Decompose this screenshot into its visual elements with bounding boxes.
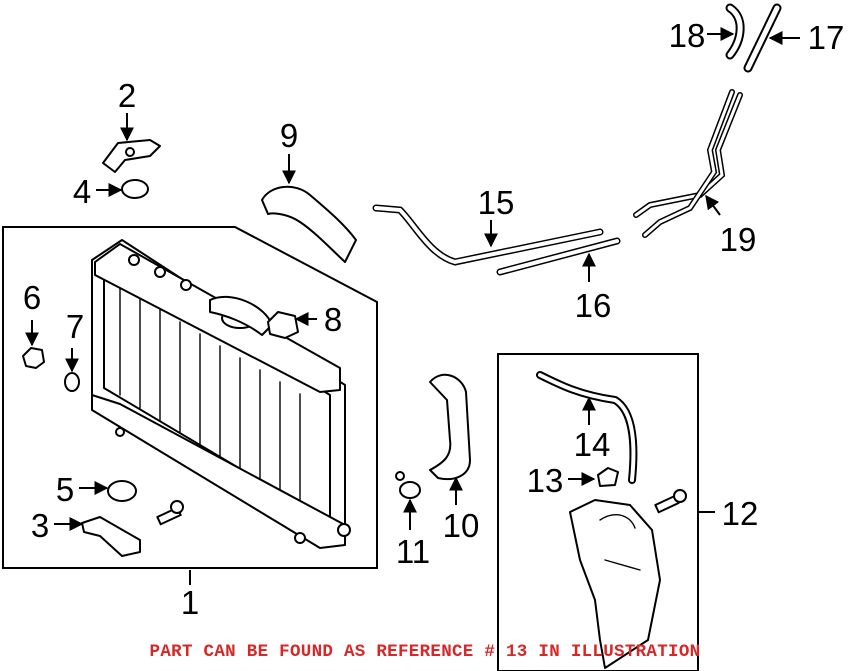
callout-12: 12 <box>722 495 759 532</box>
callout-5: 5 <box>56 471 74 508</box>
leader-19 <box>705 194 721 216</box>
reservoir-tank-drawing <box>569 499 661 669</box>
clip-drawing <box>22 347 45 369</box>
callout-6: 6 <box>23 279 41 316</box>
lower-cushion-drawing <box>107 480 137 502</box>
lower-hose-drawing <box>429 373 471 480</box>
callout-2: 2 <box>118 77 136 114</box>
callout-3: 3 <box>31 507 49 544</box>
reservoir-cap-drawing <box>597 467 619 487</box>
callout-17: 17 <box>808 19 845 56</box>
callout-15: 15 <box>478 184 515 221</box>
callout-19: 19 <box>720 221 757 258</box>
bracket-lower-drawing <box>81 516 141 557</box>
pipe-assembly-drawing <box>633 89 743 238</box>
callout-16: 16 <box>575 287 612 324</box>
reservoir-bolt-drawing <box>654 489 687 514</box>
callout-18: 18 <box>669 17 706 54</box>
callout-7: 7 <box>66 308 84 345</box>
reference-note: PART CAN BE FOUND AS REFERENCE # 13 IN I… <box>149 642 701 662</box>
radiator-bolt-drawing <box>156 500 184 526</box>
bracket-upper-drawing <box>102 139 161 173</box>
callout-4: 4 <box>73 173 91 210</box>
callout-14: 14 <box>574 426 611 463</box>
callout-10: 10 <box>443 507 480 544</box>
callout-8: 8 <box>324 301 342 338</box>
hose-clamp-drawing <box>395 471 421 499</box>
callout-1: 1 <box>181 584 199 621</box>
upper-cushion-drawing <box>121 179 149 199</box>
washer-drawing <box>64 372 80 392</box>
callout-11: 11 <box>396 533 430 570</box>
radiator-cap-drawing <box>267 311 299 339</box>
upper-hose-drawing <box>261 185 357 263</box>
radiator-group-box <box>2 226 378 569</box>
callout-13: 13 <box>527 462 564 499</box>
radiator-drawing <box>91 239 351 549</box>
callout-9: 9 <box>280 117 298 154</box>
